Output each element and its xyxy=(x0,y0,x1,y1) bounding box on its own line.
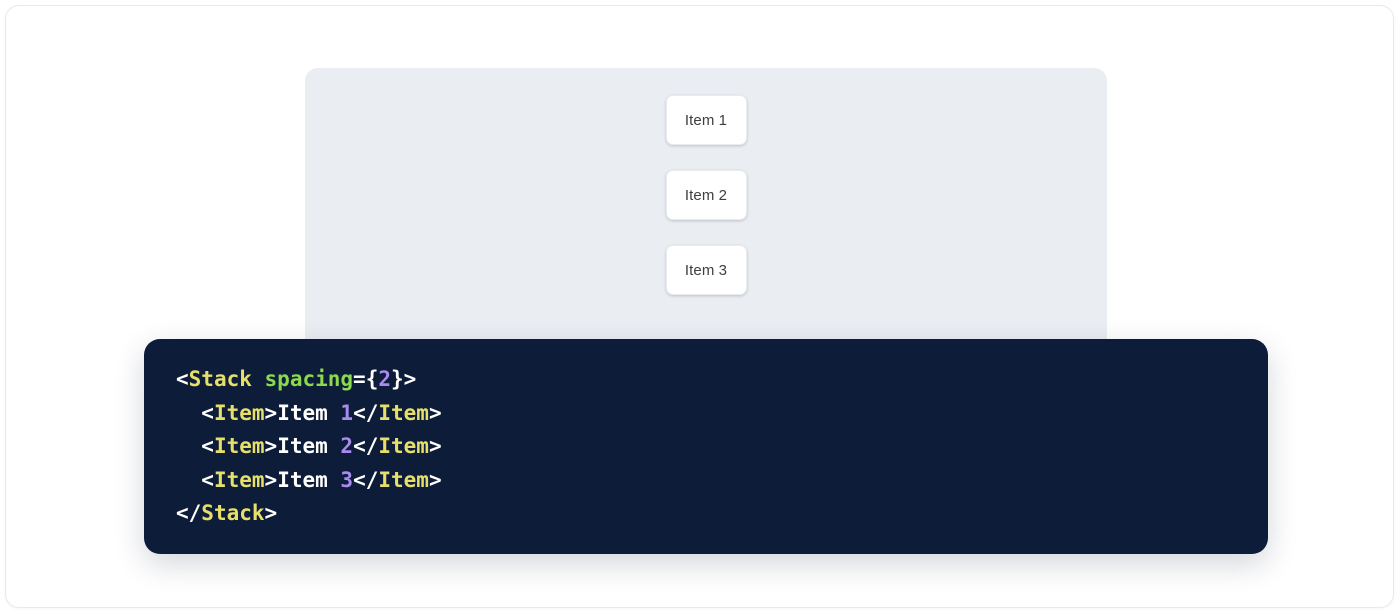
code-token-punct: </ xyxy=(353,467,379,492)
code-token-punct: ={ xyxy=(353,367,379,391)
stack-item[interactable]: Item 1 xyxy=(665,95,747,145)
code-token-punct: < xyxy=(176,367,189,391)
code-indent xyxy=(176,401,201,425)
component-preview-panel: Item 1 Item 2 Item 3 xyxy=(305,68,1107,358)
code-token-attr: spacing xyxy=(264,367,354,391)
code-token-tag: Item xyxy=(378,400,429,425)
code-token-tag: Item xyxy=(378,434,429,459)
code-token-punct: > xyxy=(428,467,442,492)
code-line: <Stack spacing={2}> xyxy=(176,363,1236,397)
code-token-punct: }> xyxy=(391,367,417,391)
code-token-punct: > xyxy=(428,434,442,459)
code-indent xyxy=(176,468,201,492)
code-token-text xyxy=(252,367,265,391)
code-token-punct: </ xyxy=(353,400,379,425)
code-line: </Stack> xyxy=(176,497,1236,531)
code-token-punct: > xyxy=(264,434,278,459)
code-token-punct: < xyxy=(201,400,214,425)
code-lines: <Stack spacing={2}> <Item>Item 1</Item> … xyxy=(176,363,1236,531)
code-line: <Item>Item 3</Item> xyxy=(176,464,1236,498)
stack-item-label: Item 1 xyxy=(684,111,728,129)
code-token-text: Item xyxy=(277,434,341,459)
code-line: <Item>Item 2</Item> xyxy=(176,430,1236,464)
code-token-num: 2 xyxy=(340,434,354,459)
code-token-text: Item xyxy=(277,400,341,425)
code-token-tag: Stack xyxy=(201,501,265,526)
code-token-text: Item xyxy=(277,467,341,492)
code-token-tag: Item xyxy=(213,434,265,459)
code-token-tag: Item xyxy=(213,467,265,492)
code-token-num: 1 xyxy=(340,400,354,425)
code-token-punct: < xyxy=(201,434,214,459)
code-token-punct: > xyxy=(264,501,278,526)
code-token-punct: < xyxy=(201,467,214,492)
code-line: <Item>Item 1</Item> xyxy=(176,397,1236,431)
code-token-punct: > xyxy=(428,400,442,425)
code-token-punct: </ xyxy=(353,434,379,459)
stack-item[interactable]: Item 3 xyxy=(665,245,747,295)
stack-item-label: Item 3 xyxy=(684,261,728,279)
code-token-tag: Item xyxy=(378,467,429,492)
stack-container: Item 1 Item 2 Item 3 xyxy=(305,95,1107,295)
code-indent xyxy=(176,434,201,458)
code-token-punct: </ xyxy=(176,501,202,526)
code-token-punct: > xyxy=(264,467,278,492)
code-token-num: 3 xyxy=(340,467,354,492)
code-token-tag: Stack xyxy=(188,367,252,391)
code-snippet-block: <Stack spacing={2}> <Item>Item 1</Item> … xyxy=(144,339,1268,554)
code-token-num: 2 xyxy=(378,367,391,391)
stack-item[interactable]: Item 2 xyxy=(665,170,747,220)
stack-item-label: Item 2 xyxy=(684,186,728,204)
code-token-punct: > xyxy=(264,400,278,425)
code-token-tag: Item xyxy=(213,400,265,425)
